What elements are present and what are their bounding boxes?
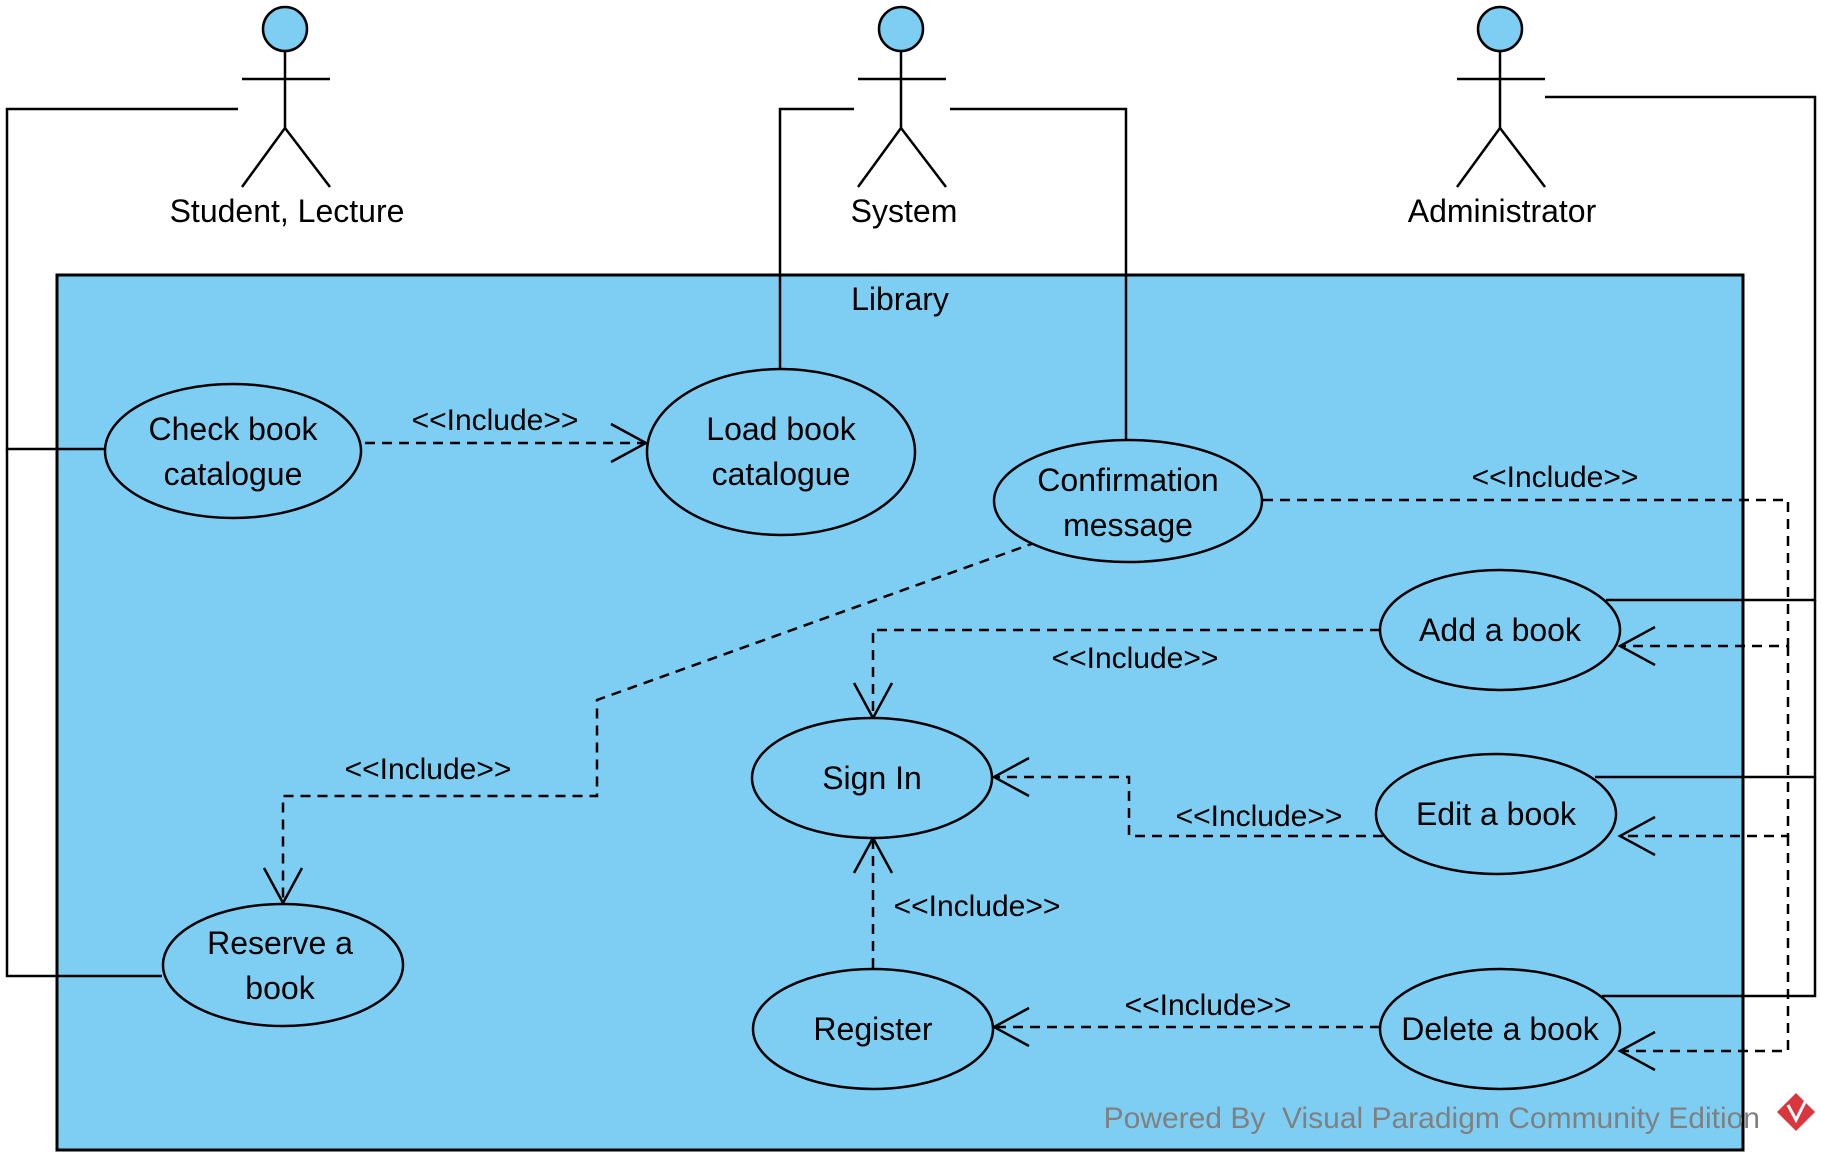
include-label-register-signin: <<Include>>: [894, 890, 1061, 923]
use-case-label: catalogue: [712, 456, 851, 492]
use-case-label: Register: [813, 1011, 933, 1047]
include-label-delete-register: <<Include>>: [1125, 989, 1292, 1022]
include-confirm-delete: [1620, 836, 1790, 1053]
association-admin-add: [1545, 95, 1817, 602]
use-case-label: Delete a book: [1401, 1011, 1599, 1047]
actor-name: Administrator: [1408, 193, 1597, 229]
arrowhead-edit: [1617, 815, 1656, 857]
use-case-label: Add a book: [1419, 612, 1582, 648]
use-case-sign-in[interactable]: Sign In: [750, 716, 994, 840]
association-system-confirm: [950, 107, 1128, 440]
include-add-signin: [871, 628, 1380, 718]
use-case-label: Load book: [706, 411, 856, 447]
system-name: Library: [851, 281, 949, 317]
use-case-label: Sign In: [822, 760, 922, 796]
actor-administrator[interactable]: Administrator: [1408, 5, 1597, 229]
include-label-add-signin: <<Include>>: [1052, 642, 1219, 675]
use-case-delete-a-book[interactable]: Delete a book: [1378, 967, 1622, 1091]
use-case-check-book-catalogue[interactable]: Check book catalogue: [103, 382, 363, 520]
include-confirm-add: [1263, 498, 1790, 648]
watermark-text: Powered By Visual Paradigm Community Edi…: [1104, 1102, 1760, 1135]
use-case-label: Confirmation: [1037, 462, 1218, 498]
actor-name: System: [851, 193, 958, 229]
arrowhead-load: [610, 422, 649, 464]
association-student-check: [5, 107, 238, 451]
use-case-edit-a-book[interactable]: Edit a book: [1374, 752, 1618, 876]
use-case-confirmation-message[interactable]: Confirmation message: [992, 438, 1264, 564]
use-case-label: book: [245, 970, 315, 1006]
include-confirm-reserve: [281, 540, 1038, 903]
use-case-label: catalogue: [164, 456, 303, 492]
actor-system[interactable]: System: [851, 5, 958, 229]
use-case-register[interactable]: Register: [751, 967, 995, 1091]
include-label-edit-signin: <<Include>>: [1176, 800, 1343, 833]
use-case-label: Reserve a: [207, 925, 353, 961]
include-arrowheads: [262, 422, 1656, 1072]
use-case-label: Edit a book: [1416, 796, 1577, 832]
use-case-load-book-catalogue[interactable]: Load book catalogue: [645, 367, 917, 537]
association-lines: [5, 95, 1817, 998]
actor-student-lecture[interactable]: Student, Lecture: [170, 5, 405, 229]
include-label-confirm-reserve: <<Include>>: [345, 753, 512, 786]
actor-name: Student, Lecture: [170, 193, 405, 229]
include-label-check-load: <<Include>>: [412, 404, 579, 437]
watermark: Powered By Visual Paradigm Community Edi…: [1104, 1093, 1815, 1135]
include-labels: <<Include>> <<Include>> <<Include>> <<In…: [345, 404, 1639, 1022]
use-case-reserve-a-book[interactable]: Reserve a book: [161, 902, 405, 1028]
use-case-add-a-book[interactable]: Add a book: [1378, 568, 1622, 692]
arrowhead-delete: [1617, 1030, 1656, 1072]
visual-paradigm-logo-icon: [1777, 1093, 1815, 1131]
include-label-confirm-side: <<Include>>: [1472, 461, 1639, 494]
arrowhead-add: [1617, 625, 1656, 667]
association-admin-delete: [1602, 777, 1817, 998]
use-case-label: Check book: [149, 411, 319, 447]
arrowhead-signin-right: [991, 756, 1030, 798]
use-case-label: message: [1063, 507, 1193, 543]
association-system-load: [778, 107, 854, 369]
include-edit-signin: [994, 775, 1383, 838]
include-lines: [281, 441, 1790, 1053]
association-student-reserve: [5, 449, 162, 978]
